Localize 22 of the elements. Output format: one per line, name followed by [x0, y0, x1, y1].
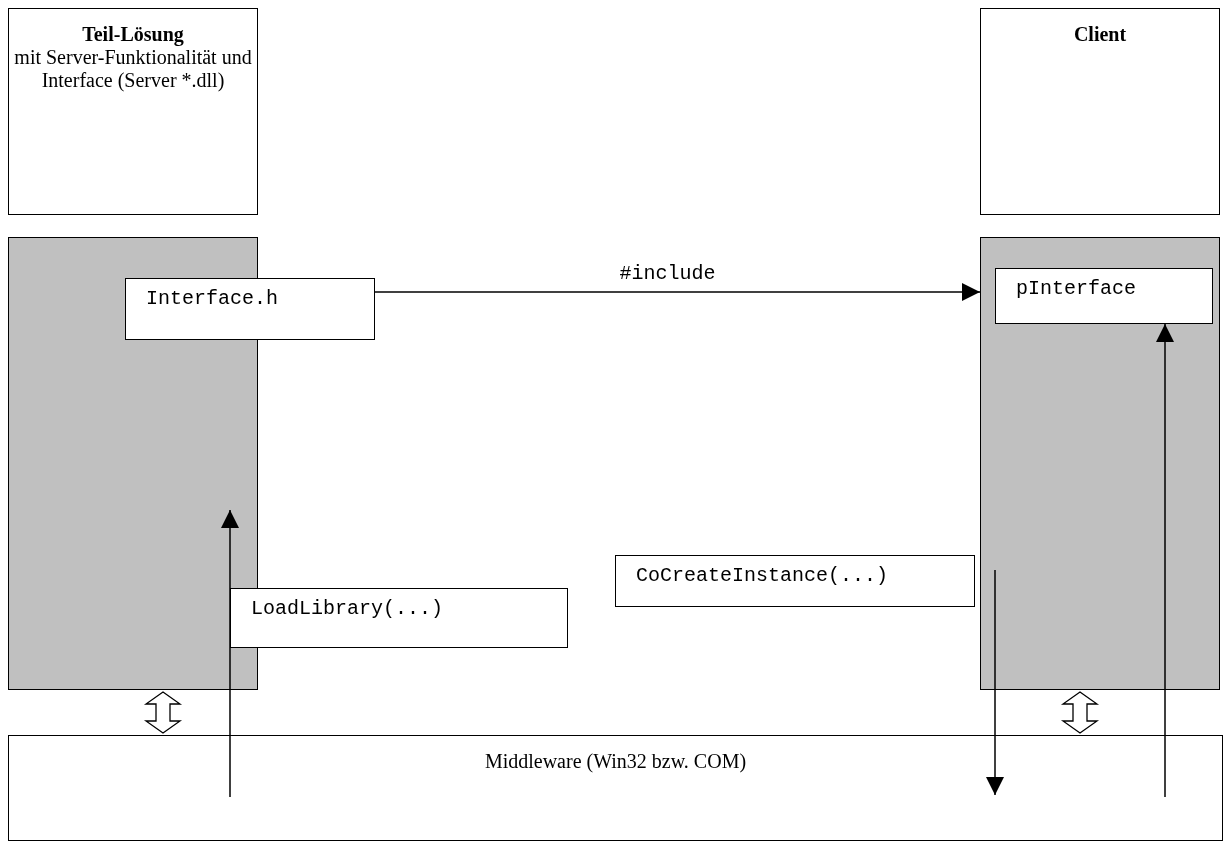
code-label: LoadLibrary(...) [250, 596, 445, 622]
code-label: pInterface [1015, 276, 1138, 302]
double-arrow [1060, 691, 1100, 734]
component-box [8, 8, 258, 215]
box-text: mit Server-Funktionalität und Interface (Server *.dll) [13, 46, 253, 92]
double-arrow [143, 691, 183, 734]
code-box [125, 278, 375, 340]
code-box [995, 268, 1213, 324]
code-label: Interface.h [145, 286, 280, 312]
component-box [980, 8, 1220, 215]
box-heading: Teil-Lösung [81, 23, 185, 46]
box-heading: Middleware (Win32 bzw. COM) [483, 750, 748, 773]
layer-column [980, 237, 1220, 690]
arrow [221, 509, 239, 798]
box-heading: Client [1072, 23, 1128, 46]
arrow [1156, 323, 1174, 798]
arrow [986, 569, 1004, 796]
arrow [374, 283, 981, 301]
middleware-box [8, 735, 1223, 841]
code-label: CoCreateInstance(...) [635, 563, 890, 589]
code-box [230, 588, 568, 648]
code-box [615, 555, 975, 607]
